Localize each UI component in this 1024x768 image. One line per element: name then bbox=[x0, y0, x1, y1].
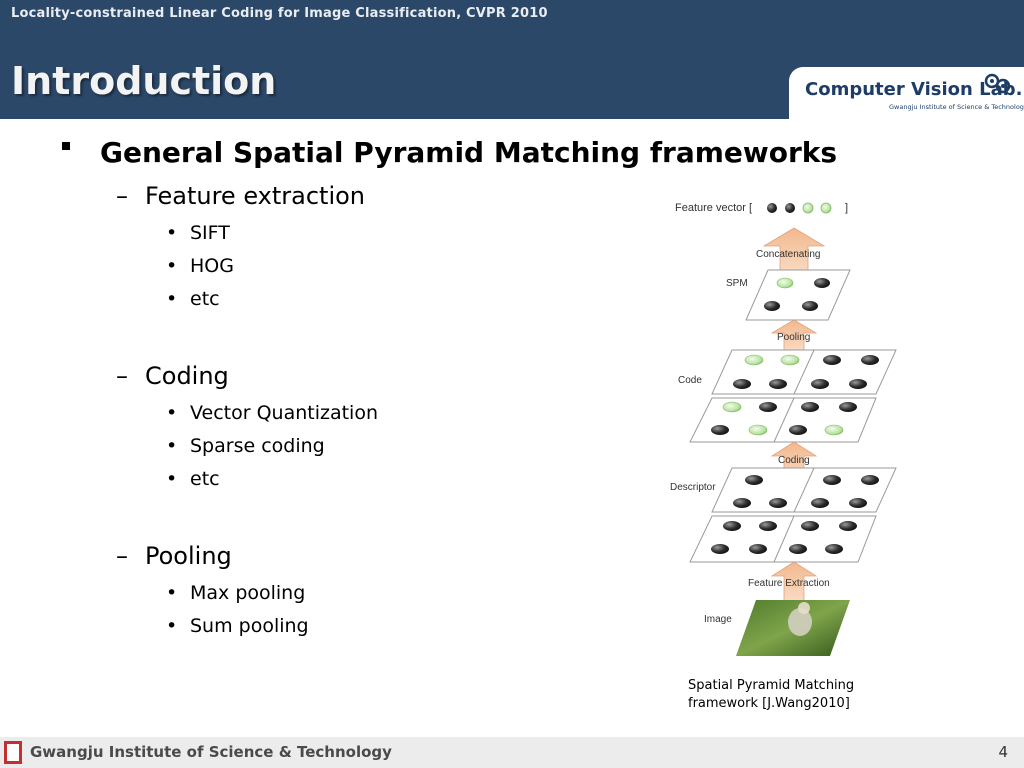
descriptor-label: Descriptor bbox=[670, 482, 716, 493]
paper-subtitle: Locality-constrained Linear Coding for I… bbox=[11, 6, 548, 21]
main-bullet-text: General Spatial Pyramid Matching framewo… bbox=[100, 136, 838, 169]
coding-label: Coding bbox=[778, 455, 810, 466]
logo-eyes-icon bbox=[984, 73, 1010, 94]
institute-name: Gwangju Institute of Science & Technolog… bbox=[30, 743, 392, 761]
spm-dot bbox=[764, 301, 780, 311]
feature-dot bbox=[802, 202, 814, 214]
feature-vector-label: Feature vector [ bbox=[675, 202, 752, 214]
feature-vector-close: ] bbox=[845, 202, 848, 214]
descriptor-dots bbox=[711, 475, 879, 554]
concatenating-label: Concatenating bbox=[756, 249, 821, 260]
spm-framework-diagram: Feature vector [ ] Concatenating SPM Poo… bbox=[670, 202, 897, 656]
code-dots bbox=[711, 354, 879, 436]
slide-title: Introduction bbox=[11, 59, 277, 103]
feature-dot bbox=[785, 203, 795, 213]
spm-plane bbox=[745, 269, 851, 321]
image-label: Image bbox=[704, 614, 732, 625]
logo-text: Computer Vision Lab. bbox=[805, 79, 1023, 100]
logo-subtext: Gwangju Institute of Science & Technolog… bbox=[889, 103, 1024, 111]
pooling-label: Pooling bbox=[777, 332, 810, 343]
spm-label: SPM bbox=[726, 278, 748, 289]
feature-extraction-label: Feature Extraction bbox=[748, 578, 830, 589]
lab-logo: Computer Vision Lab. Gwangju Institute o… bbox=[789, 67, 1024, 119]
figure-caption: Spatial Pyramid Matching framework [J.Wa… bbox=[688, 678, 855, 711]
slide-footer: Gwangju Institute of Science & Technolog… bbox=[0, 737, 1024, 768]
feature-dot bbox=[820, 202, 832, 214]
page-number: 4 bbox=[998, 743, 1008, 761]
spm-dot bbox=[814, 278, 830, 288]
square-bullet-icon bbox=[62, 142, 70, 150]
gist-logo-icon bbox=[4, 741, 22, 764]
slide-header: Locality-constrained Linear Coding for I… bbox=[0, 0, 1024, 119]
spm-dot bbox=[776, 277, 794, 289]
spm-dot bbox=[802, 301, 818, 311]
code-label: Code bbox=[678, 375, 702, 386]
feature-dot bbox=[767, 203, 777, 213]
